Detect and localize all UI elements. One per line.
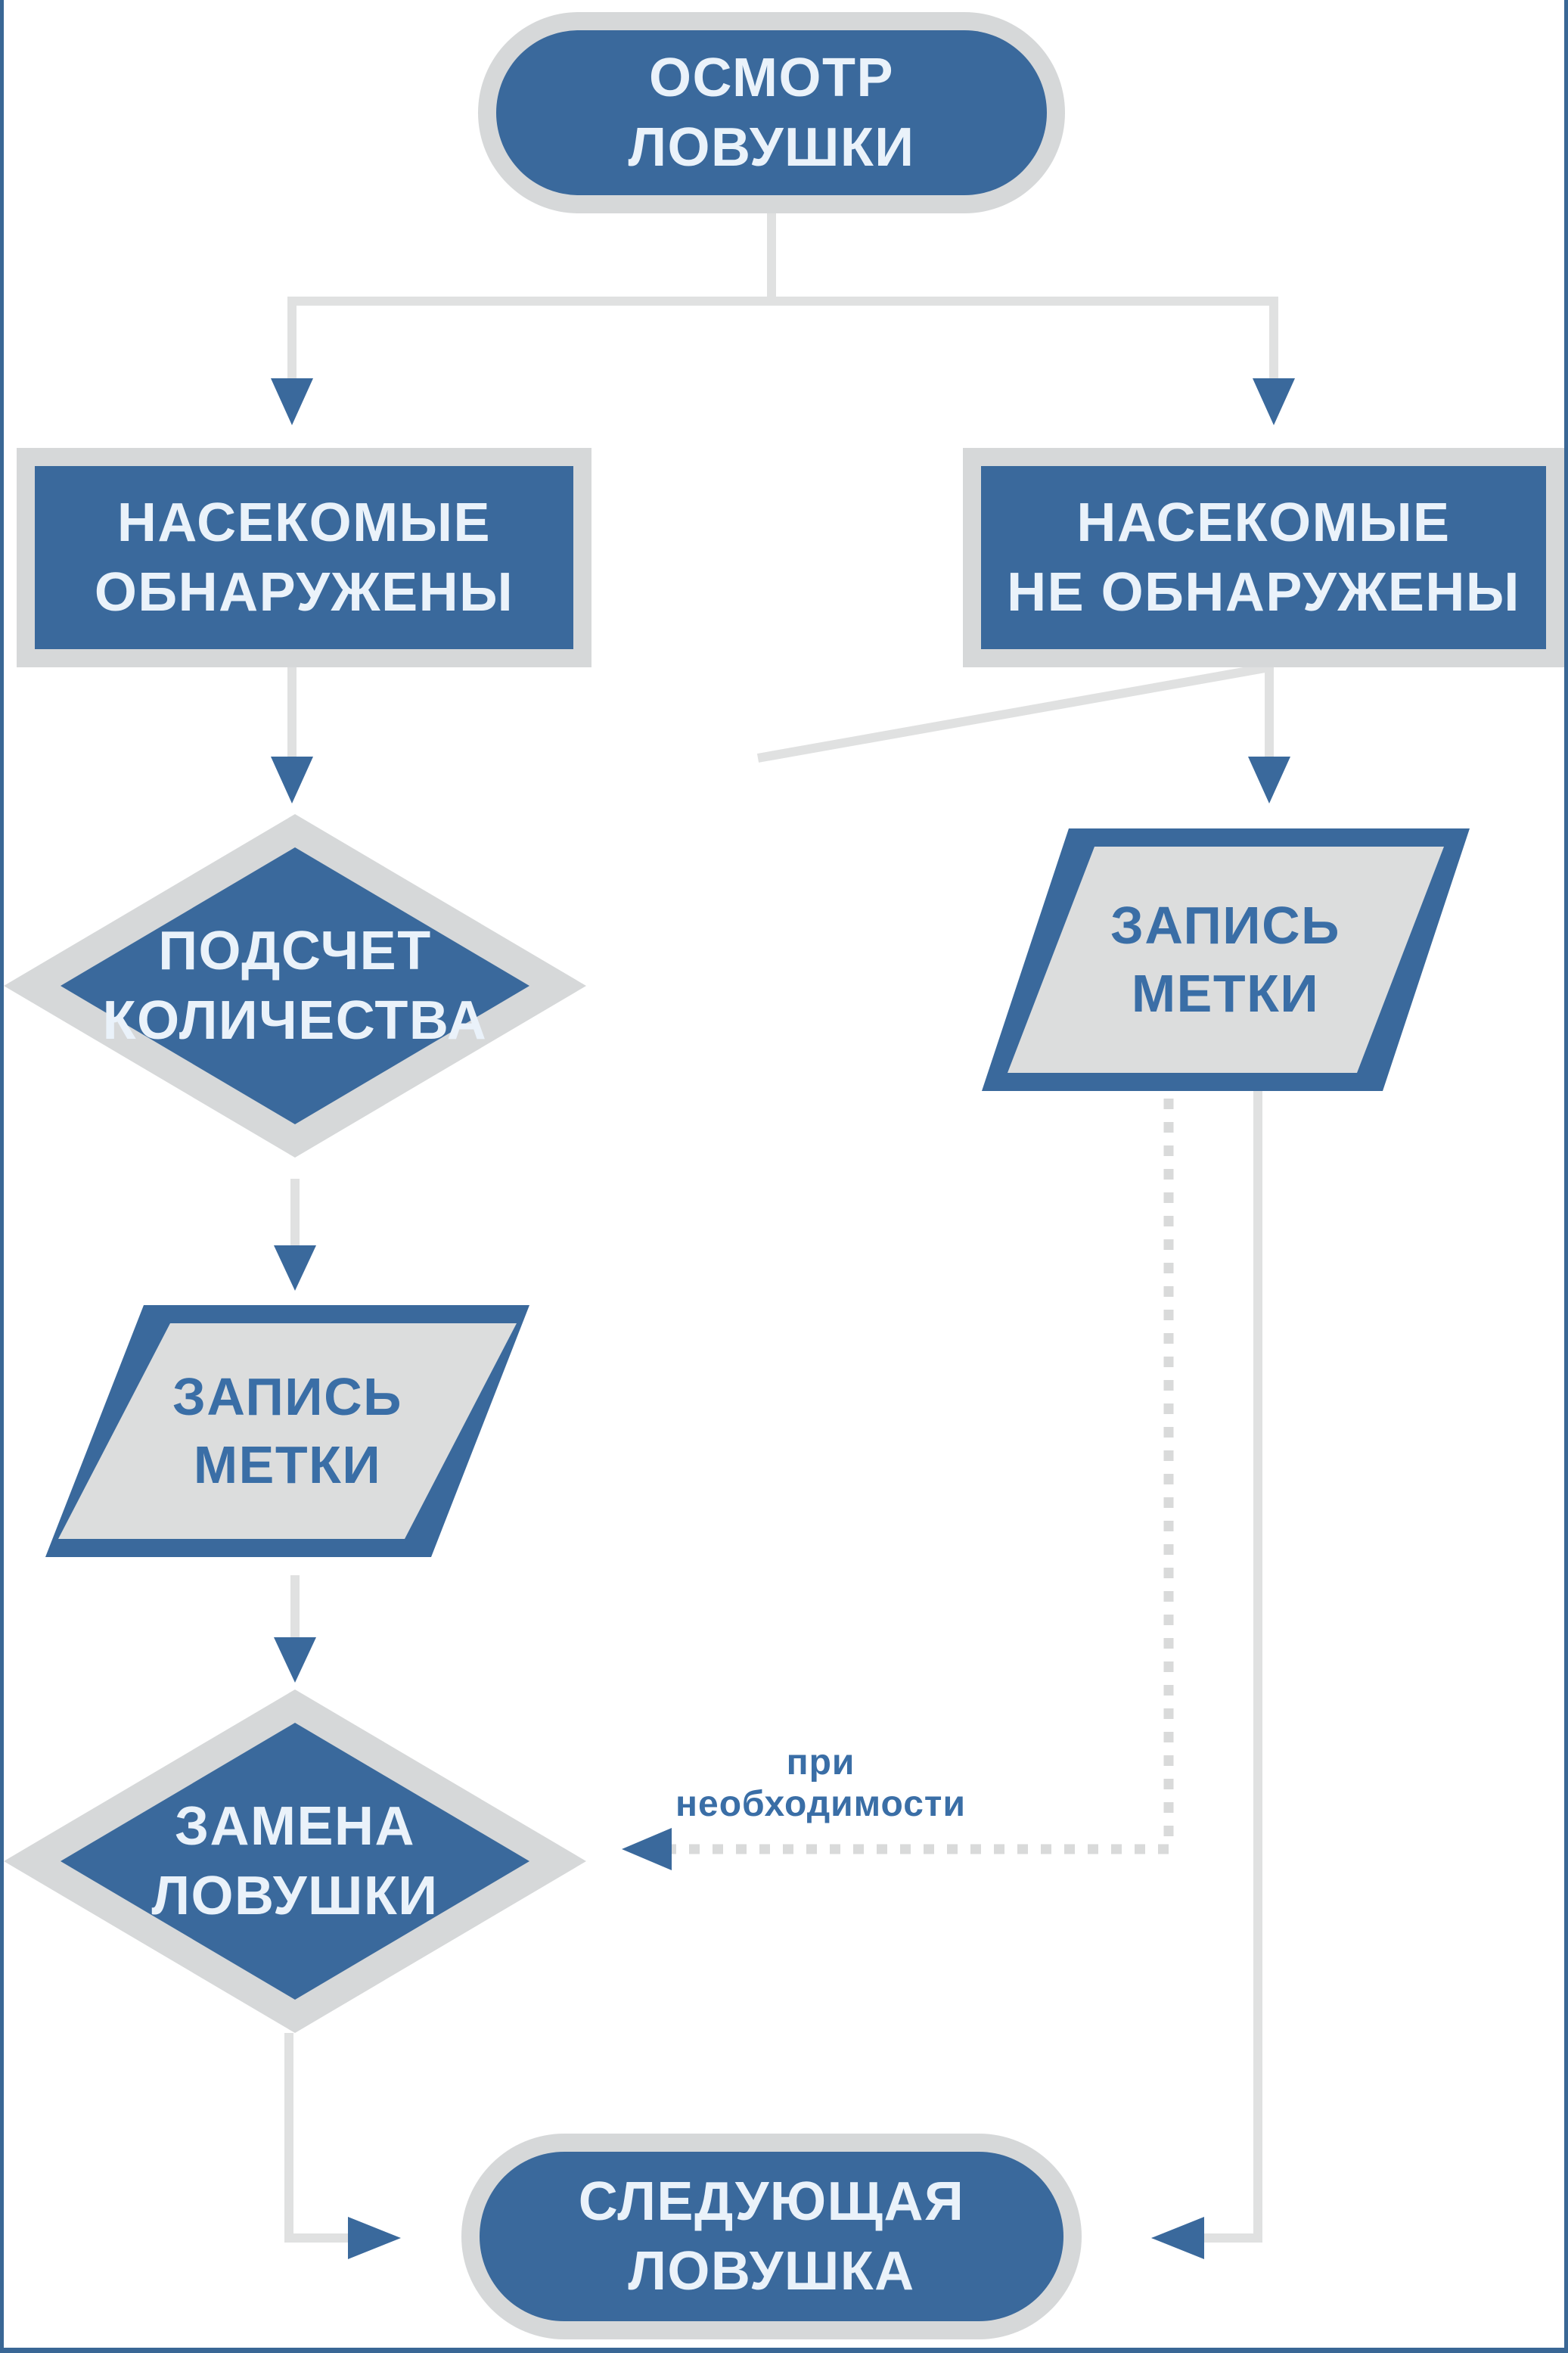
- arrow-left-to-next-icon: [1151, 2217, 1204, 2259]
- next-trap-body: [480, 2152, 1063, 2321]
- insects-not-found-node: [963, 448, 1564, 667]
- replace-trap-body: [61, 1723, 529, 2000]
- record-mark-left-node: [45, 1305, 529, 1557]
- next-trap-node: [461, 2134, 1082, 2339]
- connector-branch: [287, 297, 1278, 383]
- optional-connector-dotted: [672, 1099, 1174, 1854]
- insects-found-body: [35, 466, 573, 649]
- arrow-down-to-replace-icon: [274, 1637, 316, 1683]
- arrow-down-to-record-right-icon: [1248, 757, 1290, 804]
- connectors: [284, 213, 1278, 2243]
- arrowheads: [271, 378, 1295, 2259]
- arrow-down-to-record-left-icon: [274, 1245, 316, 1291]
- arrow-down-to-found-icon: [271, 378, 313, 425]
- start-node-body: [496, 30, 1047, 195]
- connector-notfound-record: [756, 663, 1274, 763]
- count-quantity-body: [61, 847, 529, 1124]
- page-border-bottom: [0, 2348, 1568, 2353]
- arrow-down-to-notfound-icon: [1253, 378, 1295, 425]
- arrow-left-optional-icon: [622, 1828, 672, 1870]
- count-quantity-node: [4, 814, 586, 1158]
- record-mark-right-body: [1008, 847, 1444, 1073]
- insects-found-node: [17, 448, 591, 667]
- replace-trap-node: [4, 1689, 586, 2033]
- connector-replace-next: [284, 2033, 348, 2243]
- connector-record-next: [1204, 1091, 1262, 2243]
- page-border-right: [1564, 0, 1568, 2353]
- record-mark-right-node: [982, 828, 1470, 1091]
- page-border-left: [0, 0, 4, 2353]
- arrow-right-to-next-icon: [348, 2217, 401, 2259]
- record-mark-left-body: [58, 1323, 517, 1539]
- start-node: [478, 12, 1065, 213]
- insects-not-found-body: [981, 466, 1546, 649]
- arrow-down-to-count-icon: [271, 757, 313, 804]
